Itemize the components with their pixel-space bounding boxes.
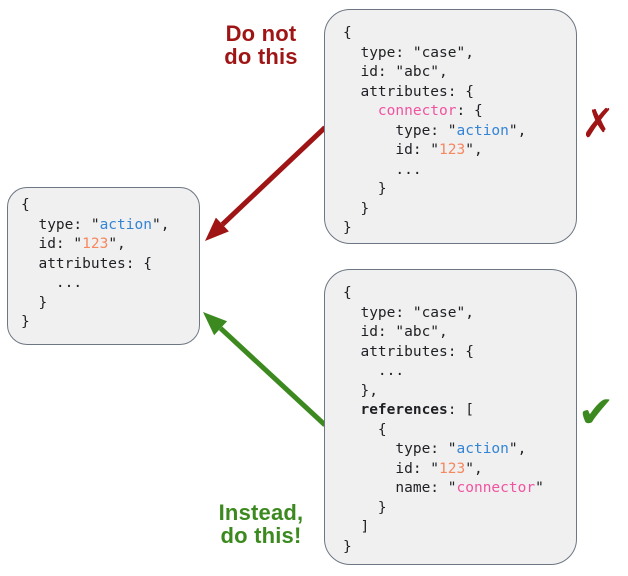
instead-label: Instead, do this!: [203, 501, 319, 547]
dont-label: Do not do this: [206, 22, 316, 68]
code-line: {: [343, 421, 387, 438]
code-line: attributes: {: [343, 343, 474, 360]
code-line: ...: [21, 275, 83, 291]
dont-arrowhead-icon: [205, 217, 229, 241]
code-line: },: [343, 382, 378, 399]
code-line: attributes: {: [21, 255, 152, 272]
check-mark-icon: ✔: [577, 387, 615, 438]
instead-label-line2: do this!: [220, 523, 302, 548]
code-line: ...: [343, 363, 405, 379]
code-line: }: [343, 499, 387, 516]
code-line: id: "abc",: [343, 324, 448, 340]
dont-arrow: [205, 125, 327, 241]
instead-arrow-shaft: [218, 326, 327, 427]
code-line: references: [: [360, 402, 474, 418]
code-line: type: "case",: [343, 44, 474, 61]
code-line: }: [343, 220, 352, 236]
code-line: {: [343, 25, 352, 41]
code-line: }: [21, 294, 48, 311]
dont-label-line2: do this: [224, 44, 298, 69]
instead-arrowhead-icon: [203, 312, 228, 336]
instead-arrow: [203, 312, 327, 427]
code-line: }: [21, 314, 30, 330]
code-line: }: [343, 538, 352, 555]
code-line: type: "action",: [21, 216, 170, 233]
good-example-code-box: { type: "case", id: "abc", attributes: {…: [324, 269, 577, 565]
code-line: id: "123",: [21, 236, 126, 252]
dont-arrow-shaft: [220, 125, 327, 227]
code-line: attributes: {: [343, 83, 474, 100]
code-line: {: [21, 197, 30, 213]
code-line: }: [343, 181, 387, 197]
code-line: id: "123",: [343, 142, 483, 158]
bad-example-code-box: { type: "case", id: "abc", attributes: {…: [324, 9, 577, 244]
code-line: type: "case",: [343, 304, 474, 321]
code-line: {: [343, 285, 352, 301]
code-line: ]: [343, 519, 370, 535]
target-object-code-box: { type: "action", id: "123", attributes:…: [7, 187, 200, 345]
code-line: connector: {: [377, 103, 483, 119]
instead-label-line1: Instead,: [218, 500, 304, 525]
cross-mark-icon: ✗: [581, 101, 615, 147]
dont-label-line1: Do not: [225, 21, 297, 46]
code-line: ...: [343, 161, 422, 178]
code-line: }: [343, 200, 370, 217]
code-line: name: "connector": [343, 480, 544, 496]
code-line: type: "action",: [343, 122, 527, 139]
code-line: id: "abc",: [343, 64, 448, 80]
code-line: id: "123",: [343, 460, 483, 477]
code-line: type: "action",: [343, 441, 527, 457]
